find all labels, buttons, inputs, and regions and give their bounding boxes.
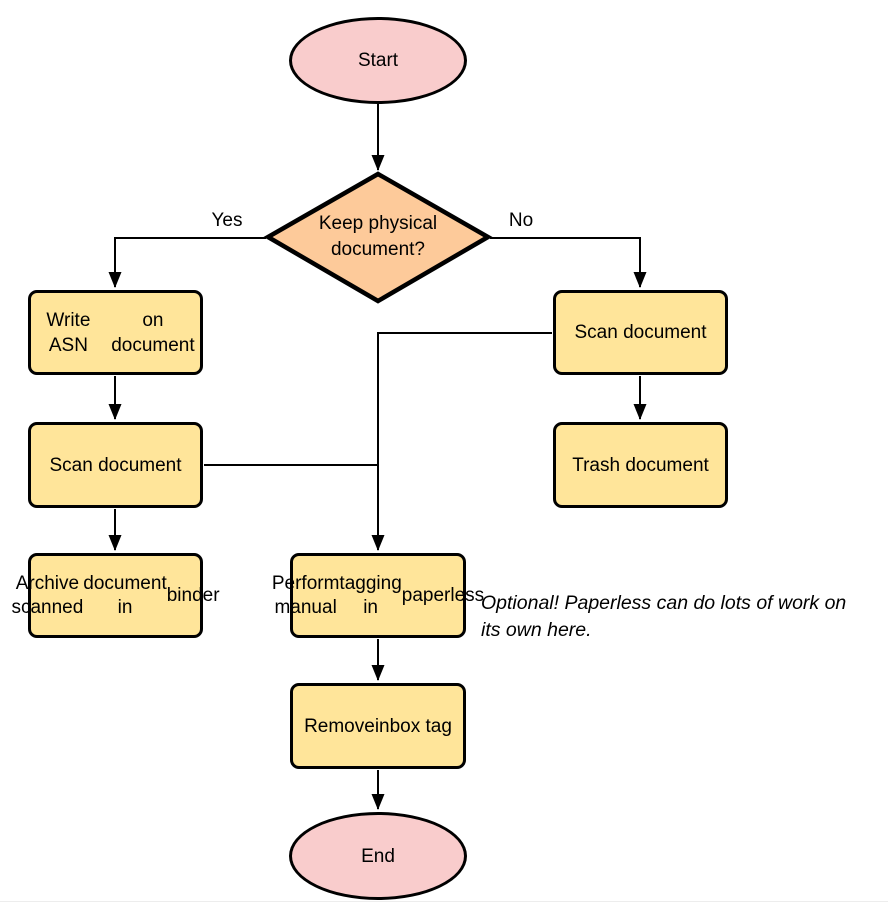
- node-start-label: Start: [357, 50, 399, 71]
- node-start: Start: [289, 17, 467, 104]
- text-line: Keep physical: [318, 213, 438, 234]
- optional-annotation: Optional! Paperless can do lots of work …: [481, 590, 888, 644]
- node-scan-document-right: Scan document: [553, 290, 728, 375]
- node-end: End: [289, 812, 467, 900]
- node-write-asn-on-document: Write ASN on document: [28, 290, 203, 375]
- text-line: Scan document: [49, 454, 182, 476]
- text-line: its own here.: [481, 619, 592, 641]
- edge-decision-no-to-scan-right: [490, 237, 647, 288]
- text-line: Archive scanned: [11, 572, 84, 618]
- text-line: paperless: [401, 584, 485, 606]
- text-line: Trash document: [572, 454, 709, 476]
- edge-label-no: No: [508, 210, 534, 231]
- text-line: Perform manual: [271, 572, 340, 618]
- edge-decision-yes-to-write-asn: [108, 237, 266, 288]
- text-line: Optional! Paperless can do lots of work …: [481, 592, 847, 614]
- node-scan-document-left: Scan document: [28, 422, 203, 508]
- text-line: tagging in: [339, 572, 402, 618]
- edge-scan-right-to-tagging: [371, 332, 552, 551]
- text-line: on document: [111, 309, 195, 356]
- node-trash-document: Trash document: [553, 422, 728, 508]
- text-line: inbox tag: [374, 715, 452, 737]
- decision-diamond-shape: [263, 171, 493, 304]
- node-decision: Keep physical document?: [278, 203, 478, 271]
- text-line: document?: [330, 239, 425, 260]
- text-line: Remove: [304, 715, 375, 737]
- edge-label-yes: Yes: [211, 210, 243, 231]
- text-line: binder: [166, 584, 220, 606]
- node-end-label: End: [361, 845, 395, 867]
- text-line: Scan document: [574, 322, 707, 343]
- text-line: Write ASN: [46, 309, 91, 356]
- text-line: document in: [83, 572, 167, 618]
- page-bottom-divider: [0, 901, 888, 902]
